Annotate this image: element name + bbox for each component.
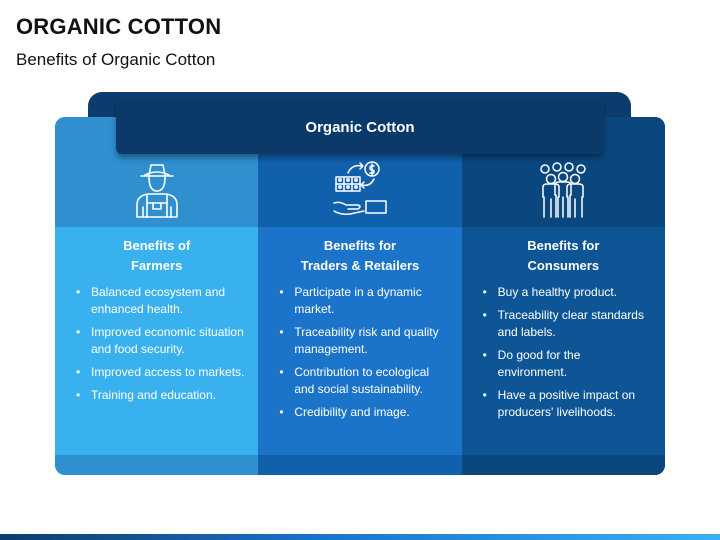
- slide-title: ORGANIC COTTON: [16, 14, 222, 39]
- traders-heading-line1: Benefits for: [323, 238, 397, 253]
- farmers-heading-line1: Benefits of: [123, 238, 191, 253]
- list-item: Participate in a dynamic market.: [276, 284, 448, 318]
- consumers-heading-line1: Benefits for: [527, 238, 600, 253]
- slide-subtitle: Benefits of Organic Cotton: [16, 50, 216, 69]
- list-item: Buy a healthy product.: [480, 284, 652, 301]
- list-item: Traceability clear standards and labels.: [480, 307, 652, 341]
- header-banner: Organic Cotton: [116, 100, 604, 154]
- bottom-accent-bar: [0, 534, 720, 540]
- list-item: Have a positive impact on producers' liv…: [480, 387, 652, 421]
- list-item: Training and education.: [73, 387, 245, 404]
- list-item: Credibility and image.: [276, 404, 448, 421]
- traders-heading: Benefits for Traders & Retailers: [258, 236, 461, 276]
- traders-column: Benefits for Traders & Retailers Partici…: [258, 117, 462, 475]
- benefits-panel: Benefits of Farmers Balanced ecosystem a…: [55, 117, 665, 475]
- farmers-bullet-list: Balanced ecosystem and enhanced health. …: [73, 284, 245, 410]
- consumers-heading: Benefits for Consumers: [462, 236, 665, 276]
- list-item: Contribution to ecological and social su…: [276, 364, 448, 398]
- trade-exchange-icon: [333, 161, 387, 215]
- farmers-heading: Benefits of Farmers: [55, 236, 258, 276]
- list-item: Do good for the environment.: [480, 347, 652, 381]
- list-item: Balanced ecosystem and enhanced health.: [73, 284, 245, 318]
- traders-footer-band: [258, 455, 462, 475]
- farmers-column: Benefits of Farmers Balanced ecosystem a…: [55, 117, 259, 475]
- header-banner-label: Organic Cotton: [305, 118, 415, 136]
- list-item: Traceability risk and quality management…: [276, 324, 448, 358]
- farmer-icon: [135, 164, 178, 218]
- traders-bullet-list: Participate in a dynamic market. Traceab…: [276, 284, 448, 427]
- consumers-heading-line2: Consumers: [527, 258, 600, 273]
- consumers-group-icon: [540, 162, 587, 218]
- consumers-footer-band: [461, 455, 665, 475]
- farmers-footer-band: [55, 455, 259, 475]
- list-item: Improved economic situation and food sec…: [73, 324, 245, 358]
- traders-heading-line2: Traders & Retailers: [300, 258, 420, 273]
- consumers-column: Benefits for Consumers Buy a healthy pro…: [461, 117, 665, 475]
- consumers-bullet-list: Buy a healthy product. Traceability clea…: [480, 284, 652, 427]
- list-item: Improved access to markets.: [73, 364, 245, 381]
- farmers-heading-line2: Farmers: [131, 258, 183, 273]
